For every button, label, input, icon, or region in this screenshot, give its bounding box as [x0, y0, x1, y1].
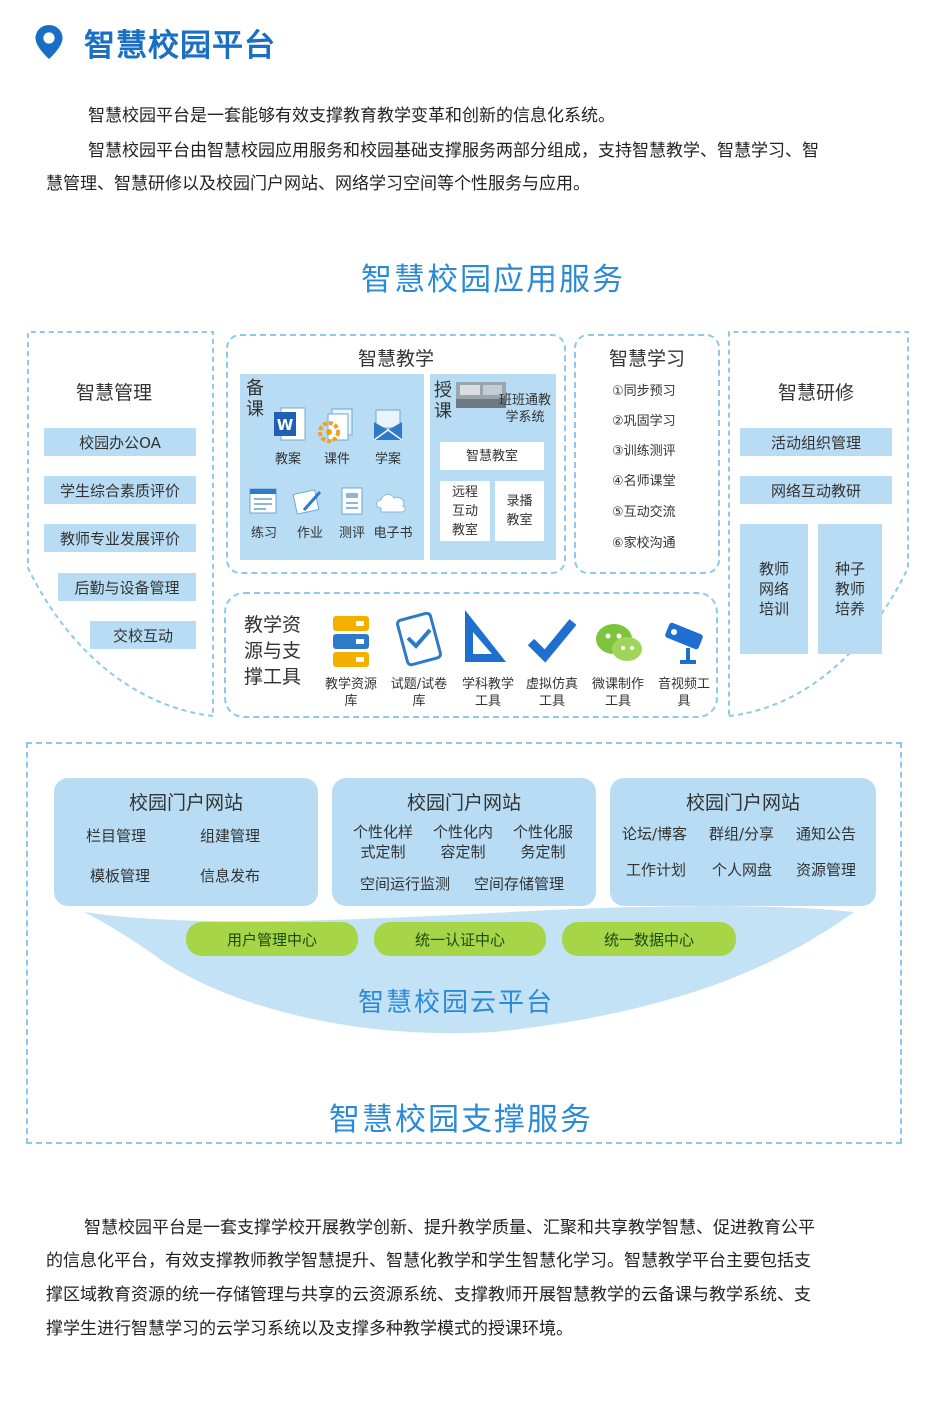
prep-tool-homework: 作业 [296, 526, 323, 541]
research-title: 智慧研修 [778, 382, 855, 404]
lecture-system: 班班通教学系统 [498, 393, 551, 425]
research-seed-teachers: 种子教师培养 [818, 524, 882, 654]
ebook-icon [376, 493, 406, 513]
unified-data-center: 统一数据中心 [562, 922, 736, 956]
learning-item-consolidate: ②巩固学习 [612, 414, 676, 429]
study-plan-icon [373, 409, 403, 441]
management-item-oa: 校园办公OA [44, 428, 196, 456]
footer-line-1: 智慧校园平台是一套支撑学校开展教学创新、提升教学质量、汇聚和共享教学智慧、促进教… [84, 1218, 815, 1238]
user-management-center: 用户管理中心 [186, 922, 358, 956]
smart-classroom: 智慧教室 [440, 442, 544, 470]
portal-3-forum-blog: 论坛/博客 [622, 825, 688, 843]
teaching-panel [226, 334, 566, 574]
prep-tool-lesson-plan: 教案 [274, 452, 301, 467]
tool-audio-video: 音视频工具 [657, 677, 710, 709]
learning-title: 智慧学习 [608, 348, 685, 370]
unified-auth-center: 统一认证中心 [374, 922, 546, 956]
tool-virtual-simulation: 虚拟仿真工具 [525, 677, 578, 709]
portal-3-title: 校园门户网站 [685, 792, 800, 814]
wechat-icon [596, 624, 642, 661]
research-teacher-training: 教师网络培训 [740, 524, 808, 654]
management-item-student-eval: 学生综合素质评价 [44, 476, 196, 504]
portal-box-2 [332, 778, 596, 906]
portal-3-netdisk: 个人网盘 [712, 861, 773, 879]
portal-2-space-monitor: 空间运行监测 [360, 875, 451, 893]
learning-item-master-class: ④名师课堂 [612, 474, 676, 489]
prep-tool-exercise: 练习 [250, 526, 277, 541]
location-pin-icon [35, 25, 63, 59]
tool-resource-library: 教学资源库 [324, 677, 377, 709]
homework-icon [292, 489, 322, 515]
portal-1-component-mgmt: 组建管理 [200, 827, 261, 845]
portal-2-storage-mgmt: 空间存储管理 [474, 875, 565, 893]
portal-2-style-custom: 个性化样式定制 [352, 823, 413, 861]
ruler-triangle-icon [465, 610, 506, 662]
intro-line-3: 慧管理、智慧研修以及校园门户网站、网络学习空间等个性服务与应用。 [46, 174, 590, 194]
tool-microlecture: 微课制作工具 [591, 677, 644, 709]
prep-tool-ebook: 电子书 [373, 526, 413, 541]
portal-1-template-mgmt: 模板管理 [90, 867, 151, 885]
footer-line-3: 撑区域教育资源的统一存储管理与共享的云资源系统、支撑教师开展智慧教学的云备课与教… [46, 1285, 811, 1305]
portal-2-title: 校园门户网站 [406, 792, 521, 814]
footer-line-4: 撑学生进行智慧学习的云学习系统以及支撑多种教学模式的授课环境。 [46, 1319, 573, 1339]
resources-title: 教学资源与支撑工具 [244, 614, 302, 688]
exercise-icon [249, 488, 277, 514]
exam-paper-icon [396, 612, 442, 667]
learning-item-practice: ③训练测评 [612, 444, 676, 459]
management-title: 智慧管理 [76, 382, 153, 404]
support-services-panel [26, 742, 902, 1144]
portal-3-resource-mgmt: 资源管理 [796, 861, 857, 879]
tool-exam-library: 试题/试卷库 [390, 677, 448, 709]
learning-item-interaction: ⑤互动交流 [612, 505, 676, 520]
management-item-teacher-eval: 教师专业发展评价 [44, 524, 196, 552]
camera-icon [665, 622, 703, 664]
research-item-online: 网络互动教研 [740, 476, 892, 504]
assessment-icon [341, 487, 363, 515]
support-services-title: 智慧校园支撑服务 [329, 1102, 593, 1138]
portal-2-service-custom: 个性化服务定制 [512, 823, 573, 861]
portal-box-3 [610, 778, 876, 906]
learning-item-preview: ①同步预习 [612, 384, 676, 399]
portal-3-work-plan: 工作计划 [626, 861, 687, 879]
lecture-label: 授课 [434, 380, 452, 422]
courseware-icon [318, 408, 353, 443]
intro-line-1: 智慧校园平台是一套能够有效支撑教育教学变革和创新的信息化系统。 [88, 106, 615, 126]
lesson-prep-box [240, 374, 424, 560]
portal-3-notice: 通知公告 [796, 825, 857, 843]
checkmark-icon [528, 619, 576, 663]
classroom-photo-icon [456, 382, 506, 408]
portal-1-column-mgmt: 栏目管理 [86, 827, 147, 845]
footer-line-2: 的信息化平台，有效支撑教师教学智慧提升、智慧化教学和学生智慧化学习。智慧教学平台… [46, 1251, 811, 1271]
resources-panel [224, 592, 718, 718]
remote-classroom: 远程互动教室 [440, 481, 490, 541]
management-panel-border [27, 331, 214, 718]
research-item-activity: 活动组织管理 [740, 428, 892, 456]
recording-classroom: 录播教室 [495, 481, 544, 541]
intro-line-2: 智慧校园平台由智慧校园应用服务和校园基础支撑服务两部分组成，支持智慧教学、智慧学… [88, 141, 819, 161]
portal-1-title: 校园门户网站 [128, 792, 243, 814]
management-item-logistics: 后勤与设备管理 [58, 573, 196, 601]
page-title: 智慧校园平台 [84, 28, 276, 64]
teaching-title: 智慧教学 [357, 348, 434, 370]
portal-box-1 [54, 778, 318, 906]
portal-2-content-custom: 个性化内容定制 [432, 823, 493, 861]
app-services-title: 智慧校园应用服务 [361, 262, 625, 298]
lesson-prep-label: 备课 [246, 378, 264, 420]
portal-1-publish: 信息发布 [200, 867, 261, 885]
prep-tool-assessment: 测评 [338, 526, 365, 541]
cloud-platform-title: 智慧校园云平台 [357, 988, 554, 1018]
management-item-interaction: 交校互动 [90, 621, 196, 649]
learning-panel [574, 334, 720, 574]
learning-item-home-school: ⑥家校沟通 [612, 536, 676, 551]
word-doc-icon: W [274, 407, 306, 441]
svg-text:W: W [277, 416, 294, 434]
tool-subject-tools: 学科教学工具 [461, 677, 514, 709]
prep-tool-courseware: 课件 [323, 452, 350, 467]
prep-tool-study-plan: 学案 [374, 452, 401, 467]
portal-3-group-share: 群组/分享 [709, 825, 775, 843]
database-icon [333, 616, 369, 667]
